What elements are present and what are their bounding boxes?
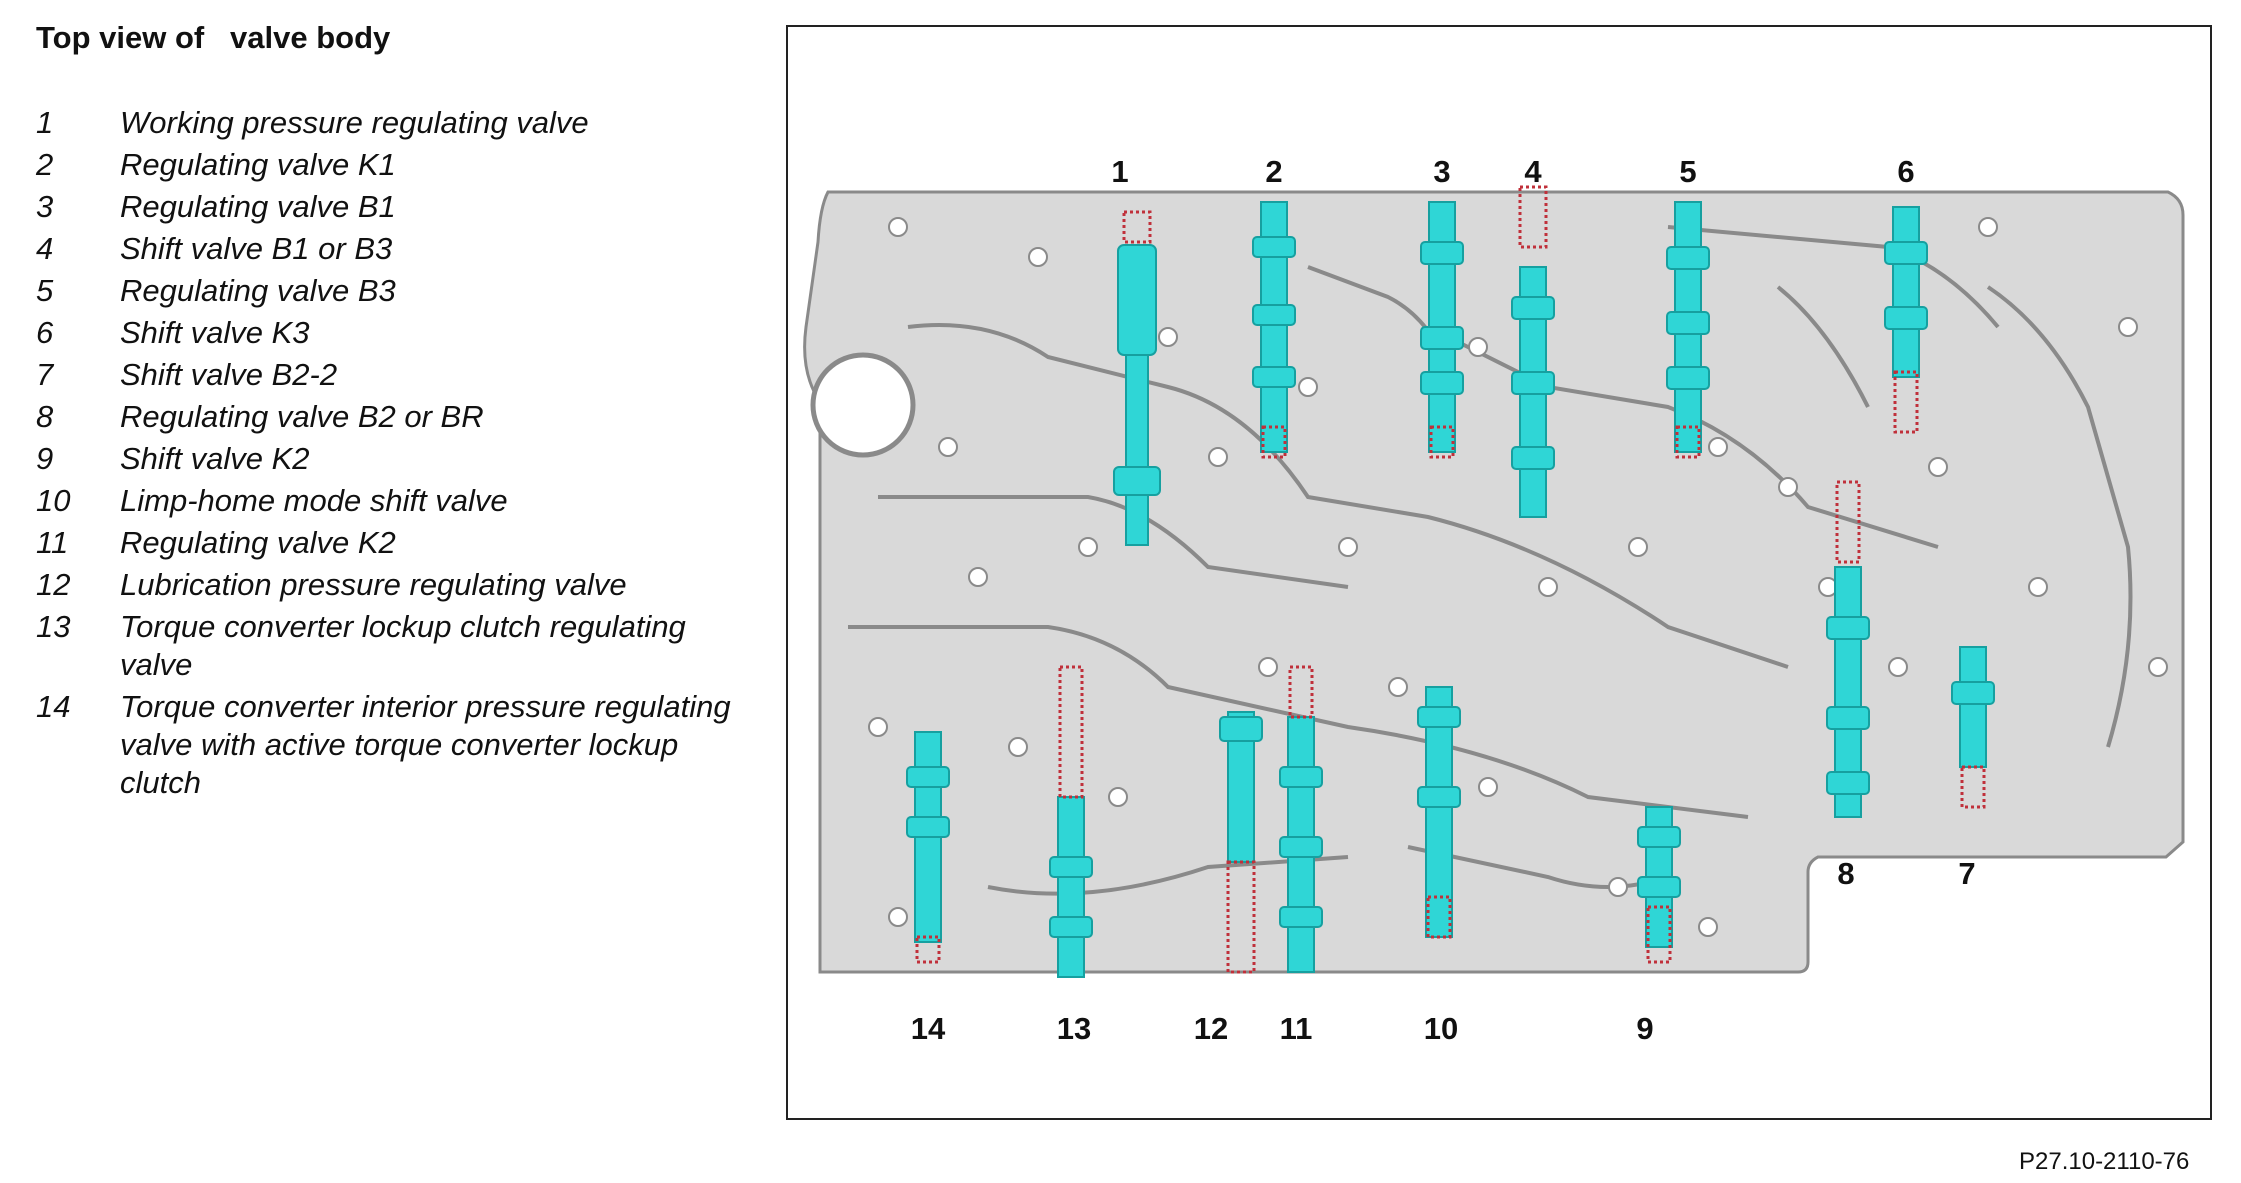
callout-14: 14 <box>911 1011 946 1046</box>
callout-1: 1 <box>1111 154 1128 189</box>
legend-item: 4 Shift valve B1 or B3 <box>36 230 756 268</box>
legend-text: Torque converter interior pressure regul… <box>120 689 731 800</box>
callout-3: 3 <box>1433 154 1450 189</box>
callout-4: 4 <box>1524 154 1542 189</box>
legend-text: Shift valve B1 or B3 <box>120 231 393 266</box>
legend-item: 8 Regulating valve B2 or BR <box>36 398 756 436</box>
callout-2: 2 <box>1265 154 1282 189</box>
valve-body-illustration: 1 2 3 4 5 6 14 13 12 11 10 9 8 7 <box>803 154 2185 1046</box>
legend-item: 3 Regulating valve B1 <box>36 188 756 226</box>
legend-number: 12 <box>36 567 71 602</box>
callout-11: 11 <box>1280 1011 1313 1046</box>
legend-item: 6 Shift valve K3 <box>36 314 756 352</box>
legend-text: Regulating valve B1 <box>120 189 396 224</box>
valve-spools <box>906 201 1995 978</box>
legend-number: 2 <box>36 147 54 182</box>
legend-item: 7 Shift valve B2-2 <box>36 356 756 394</box>
legend-number: 9 <box>36 441 54 476</box>
legend-text: Working pressure regulating valve <box>120 105 589 140</box>
callout-5: 5 <box>1679 154 1696 189</box>
legend-item: 14 Torque converter interior pressure reg… <box>36 688 756 802</box>
legend-number: 8 <box>36 399 54 434</box>
valve-body-figure: 1 2 3 4 5 6 14 13 12 11 10 9 8 7 <box>786 25 2212 1120</box>
legend-item: 9 Shift valve K2 <box>36 440 756 478</box>
valve-body-plate <box>803 190 2185 974</box>
diagram-title: Top view of valve body <box>36 20 391 55</box>
callout-13: 13 <box>1057 1011 1091 1046</box>
legend-item: 11 Regulating valve K2 <box>36 524 756 562</box>
legend-text: Torque converter lockup clutch regulatin… <box>120 609 686 682</box>
callout-10: 10 <box>1424 1011 1458 1046</box>
legend-text: Regulating valve K2 <box>120 525 396 560</box>
mounting-hole <box>810 352 916 458</box>
legend-item: 12 Lubrication pressure regulating valve <box>36 566 756 604</box>
callout-6: 6 <box>1897 154 1914 189</box>
valve-springs <box>915 185 1986 974</box>
legend-number: 6 <box>36 315 54 350</box>
callout-8: 8 <box>1837 856 1854 891</box>
legend-text: Lubrication pressure regulating valve <box>120 567 627 602</box>
legend-number: 4 <box>36 231 54 266</box>
legend-text: Limp-home mode shift valve <box>120 483 508 518</box>
legend-text: Regulating valve B3 <box>120 273 396 308</box>
legend-text: Regulating valve B2 or BR <box>120 399 484 434</box>
legend-number: 13 <box>36 609 71 644</box>
port-holes <box>868 217 2168 937</box>
callout-12: 12 <box>1194 1011 1228 1046</box>
legend-number: 14 <box>36 689 71 724</box>
legend-item: 10 Limp-home mode shift valve <box>36 482 756 520</box>
legend-number: 1 <box>36 105 54 140</box>
callout-9: 9 <box>1636 1011 1653 1046</box>
legend-number: 10 <box>36 483 71 518</box>
legend-item: 5 Regulating valve B3 <box>36 272 756 310</box>
legend-item: 1 Working pressure regulating valve <box>36 104 756 142</box>
legend-text: Shift valve B2-2 <box>120 357 338 392</box>
legend-number: 11 <box>36 525 69 560</box>
legend-text: Regulating valve K1 <box>120 147 396 182</box>
figure-code: P27.10-2110-76 <box>2019 1148 2190 1175</box>
legend-number: 5 <box>36 273 54 308</box>
callout-7: 7 <box>1958 856 1975 891</box>
legend-text: Shift valve K3 <box>120 315 310 350</box>
legend-item: 2 Regulating valve K1 <box>36 146 756 184</box>
legend-text: Shift valve K2 <box>120 441 310 476</box>
legend-number: 3 <box>36 189 54 224</box>
legend-item: 13 Torque converter lockup clutch regulat… <box>36 608 756 684</box>
legend-number: 7 <box>36 357 54 392</box>
